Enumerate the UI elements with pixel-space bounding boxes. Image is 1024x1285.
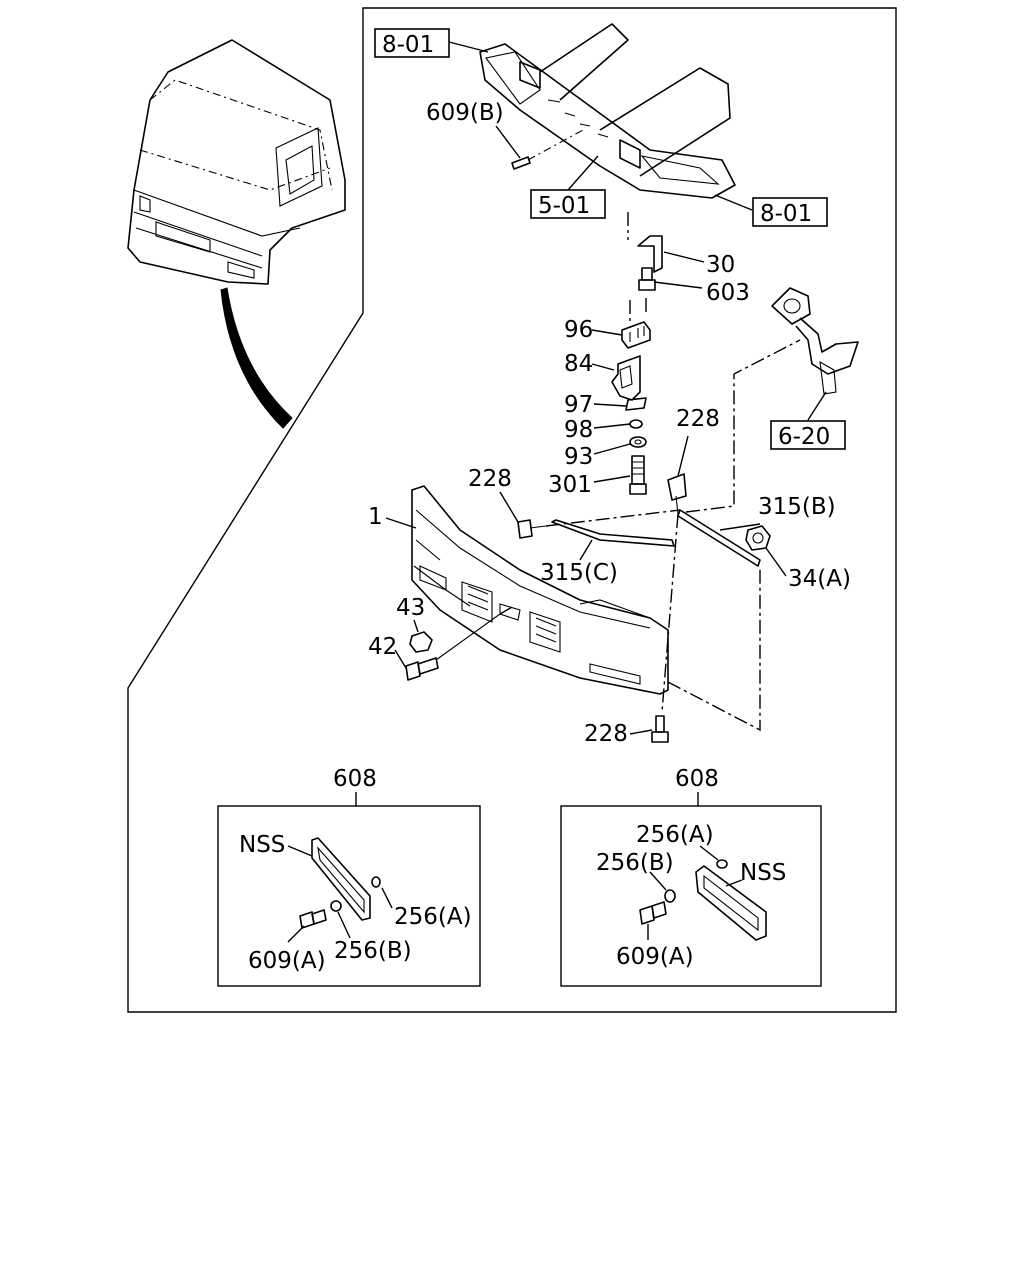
ref-box-6-20[interactable] (770, 420, 846, 450)
label-256a-right: 256(A) (636, 822, 714, 848)
ref-box-5-01[interactable] (530, 189, 606, 219)
inset-608-right: 608 256(A) 256(B) NSS 609(A) (560, 766, 822, 987)
tow-hook-assembly (611, 321, 651, 495)
label-42: 42 (368, 634, 397, 660)
label-608-left: 608 (333, 766, 377, 792)
label-97: 97 (564, 392, 593, 418)
nut-43 (409, 631, 433, 653)
label-228-upper: 228 (676, 406, 720, 432)
label-301: 301 (548, 472, 592, 498)
ref-label-5-01: 5-01 (538, 193, 590, 219)
label-228-bottom: 228 (584, 721, 628, 747)
bolt-228-bottom (651, 715, 669, 743)
ref-label-6-20: 6-20 (778, 424, 830, 450)
ref-label-8-01-right: 8-01 (760, 201, 812, 227)
label-609a-right: 609(A) (616, 944, 694, 970)
bolt-228-left (517, 519, 547, 539)
label-1: 1 (368, 504, 383, 530)
label-96: 96 (564, 317, 593, 343)
label-609b: 609(B) (426, 100, 504, 126)
label-34a: 34(A) (788, 566, 851, 592)
bolt-603 (638, 267, 656, 291)
label-228-left: 228 (468, 466, 512, 492)
label-315c: 315(C) (540, 560, 618, 586)
detail-pointer-arrow (220, 287, 293, 429)
label-256a-left: 256(A) (394, 904, 472, 930)
inset-608-left: 608 NSS 256(A) 256(B) 609(A) (217, 766, 481, 987)
diagram-frame (127, 7, 897, 1013)
bracket-6-20 (771, 287, 859, 395)
label-608-right: 608 (675, 766, 719, 792)
label-609a-left: 609(A) (248, 948, 326, 974)
label-603: 603 (706, 280, 750, 306)
rod-315c (551, 519, 675, 547)
bolt-42 (405, 613, 501, 681)
front-bumper-1 (411, 485, 669, 695)
label-nss-left: NSS (239, 832, 285, 858)
label-30: 30 (706, 252, 735, 278)
ref-label-8-01-top: 8-01 (382, 32, 434, 58)
nut-34a (745, 525, 771, 551)
label-84: 84 (564, 351, 593, 377)
truck-cab-illustration (127, 39, 346, 285)
ref-box-8-01-top[interactable] (374, 28, 450, 58)
label-93: 93 (564, 444, 593, 470)
bracket-30 (637, 235, 663, 273)
rod-315b (677, 509, 761, 567)
label-256b-right: 256(B) (596, 850, 674, 876)
ref-box-8-01-right[interactable] (752, 197, 828, 227)
label-nss-right: NSS (740, 860, 786, 886)
label-43: 43 (396, 595, 425, 621)
label-256b-left: 256(B) (334, 938, 412, 964)
label-315b: 315(B) (758, 494, 836, 520)
bolt-228-upper (667, 473, 687, 515)
label-98: 98 (564, 417, 593, 443)
bumper-frame-member (479, 23, 736, 199)
bolt-609b (511, 129, 584, 170)
